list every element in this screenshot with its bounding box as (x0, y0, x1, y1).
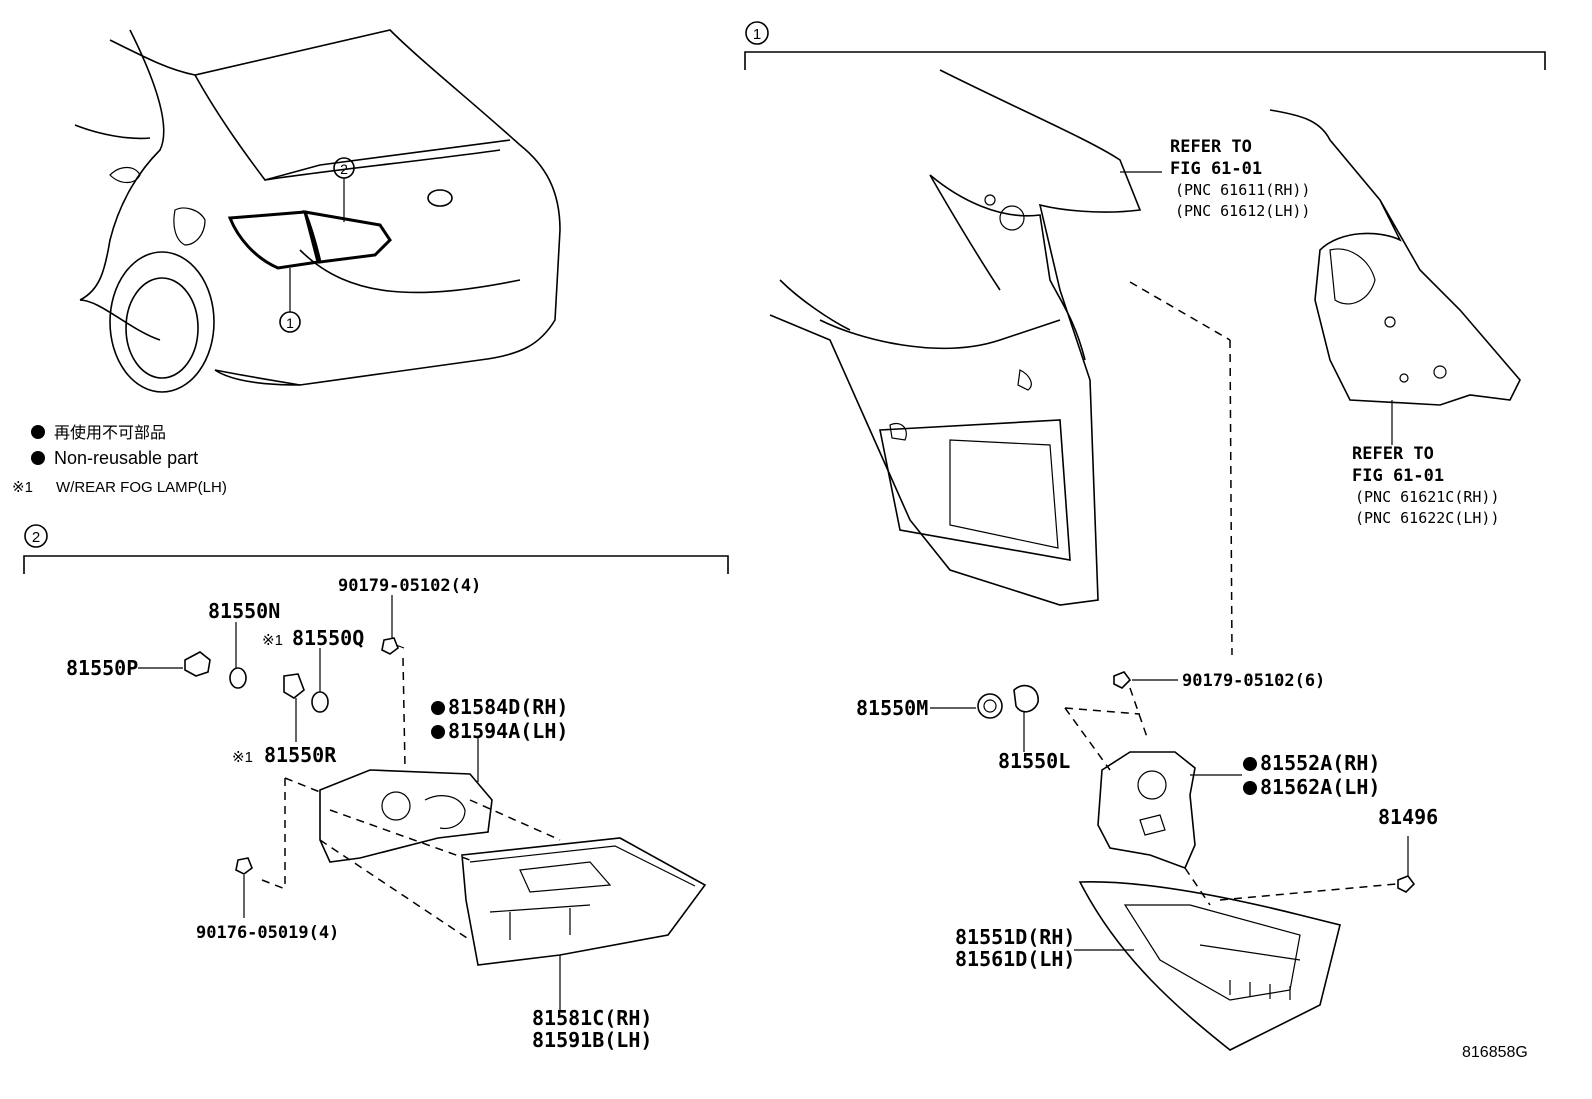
part-81594A: 81594A(LH) (448, 719, 568, 743)
part-81550M: 81550M (856, 696, 928, 720)
part-81562A: 81562A(LH) (1260, 775, 1380, 799)
part-90176-05019-4: 90176-05019(4) (196, 923, 339, 943)
marker-2-car: 2 (340, 161, 348, 177)
refer-pnc-lh-1: (PNC 61612(LH)) (1175, 202, 1310, 220)
legend-note-text: W/REAR FOG LAMP(LH) (56, 479, 227, 496)
non-reusable-bullet-icon (431, 701, 445, 715)
part-81496: 81496 (1378, 805, 1438, 829)
marker-1: 1 (753, 26, 761, 43)
part-81581C: 81581C(RH) (532, 1006, 652, 1030)
refer-fig-label-1: FIG 61-01 (1170, 159, 1262, 179)
bullet-icon (31, 451, 45, 465)
figure-code: 816858G (1462, 1044, 1528, 1061)
group-2-parts (138, 595, 707, 1010)
refer-pnc-lh-2: (PNC 61622C(LH)) (1355, 509, 1500, 527)
non-reusable-bullet-icon (431, 725, 445, 739)
part-81550L: 81550L (998, 749, 1070, 773)
bullet-icon (31, 425, 45, 439)
part-81551D: 81551D(RH) (955, 925, 1075, 949)
part-81550R-mark: ※1 (232, 749, 253, 766)
group-1-frame: 1 (744, 21, 1546, 70)
part-90179-05102-4: 90179-05102(4) (338, 576, 481, 596)
refer-to-label-2: REFER TO (1352, 444, 1434, 464)
part-81552A: 81552A(RH) (1260, 751, 1380, 775)
part-81550Q: 81550Q (292, 626, 364, 650)
part-90179-05102-6: 90179-05102(6) (1182, 671, 1325, 691)
refer-pnc-rh-2: (PNC 61621C(RH)) (1355, 488, 1500, 506)
group-1-parts (769, 69, 1521, 1051)
part-81584D: 81584D(RH) (448, 695, 568, 719)
non-reusable-bullet-icon (1243, 757, 1257, 771)
part-81550R: 81550R (264, 743, 337, 767)
refer-pnc-rh-1: (PNC 61611(RH)) (1175, 181, 1310, 199)
marker-2: 2 (32, 529, 40, 546)
part-81591B: 81591B(LH) (532, 1028, 652, 1052)
non-reusable-bullet-icon (1243, 781, 1257, 795)
legend-non-reusable-jp: 再使用不可部品 (54, 424, 166, 442)
legend-note-mark: ※1 (12, 479, 33, 496)
refer-to-label-1: REFER TO (1170, 137, 1252, 157)
refer-fig-label-2: FIG 61-01 (1352, 466, 1444, 486)
part-81550P: 81550P (66, 656, 138, 680)
legend-non-reusable-en: Non-reusable part (54, 448, 198, 468)
legend: 再使用不可部品 Non-reusable part ※1 W/REAR FOG … (12, 424, 227, 496)
part-81550Q-mark: ※1 (262, 632, 283, 649)
car-rear-view: 2 1 (74, 29, 561, 393)
part-81561D: 81561D(LH) (955, 947, 1075, 971)
group-2-frame: 2 (23, 524, 729, 574)
marker-1-car: 1 (286, 315, 294, 331)
part-81550N: 81550N (208, 599, 280, 623)
